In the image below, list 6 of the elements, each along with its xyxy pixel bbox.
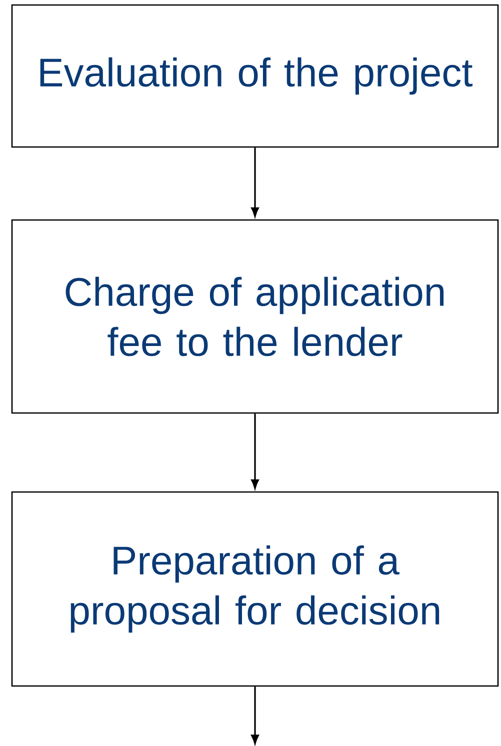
process-box: Evaluation of the project bbox=[11, 4, 499, 148]
process-box: Charge of application fee to the lender bbox=[11, 219, 499, 414]
arrow bbox=[251, 414, 259, 489]
process-box: Preparation of a proposal for decision bbox=[11, 491, 499, 687]
arrow bbox=[251, 686, 259, 744]
arrow bbox=[251, 148, 259, 217]
